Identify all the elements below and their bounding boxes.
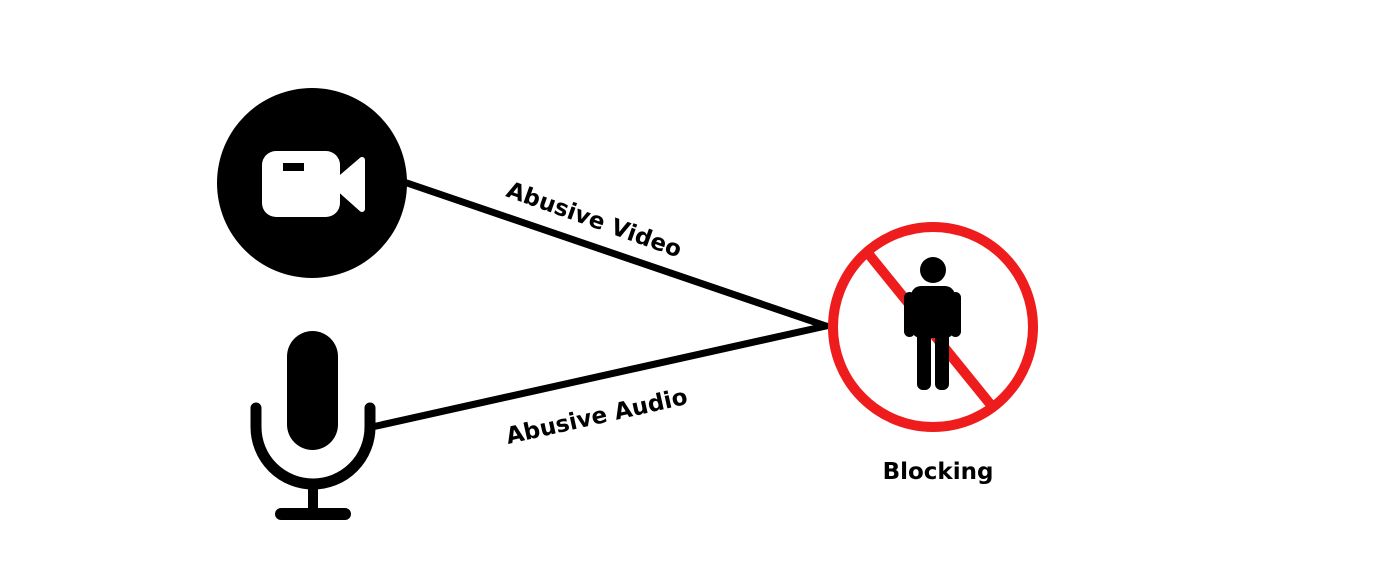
audio-connector-line <box>368 322 830 431</box>
video-camera-icon <box>217 88 407 278</box>
blocked-person-icon <box>828 222 1038 432</box>
blocking-label: Blocking <box>883 459 994 485</box>
microphone-icon <box>250 331 376 520</box>
video-connector-line <box>403 179 830 330</box>
